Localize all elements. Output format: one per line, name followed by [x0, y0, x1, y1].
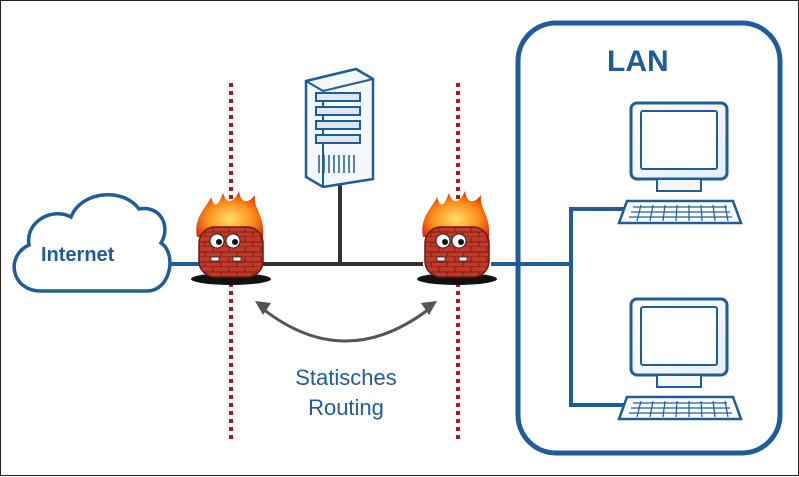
routing-label-line1: Statisches — [295, 365, 397, 390]
computer-icon-bottom — [617, 297, 743, 421]
static-routing-label: Statisches Routing — [281, 363, 411, 423]
firewall-icon-left — [191, 191, 271, 285]
firewall-icon-right — [417, 191, 497, 285]
routing-arc-icon — [255, 301, 437, 343]
routing-label-line2: Routing — [308, 395, 384, 420]
lan-label: LAN — [607, 45, 669, 78]
lan-boundary — [515, 20, 783, 456]
internet-label: Internet — [41, 244, 115, 266]
wire-lan-bus — [569, 207, 631, 407]
computer-icon-top — [617, 101, 743, 225]
cloud-icon — [12, 193, 172, 293]
server-icon — [304, 67, 375, 189]
